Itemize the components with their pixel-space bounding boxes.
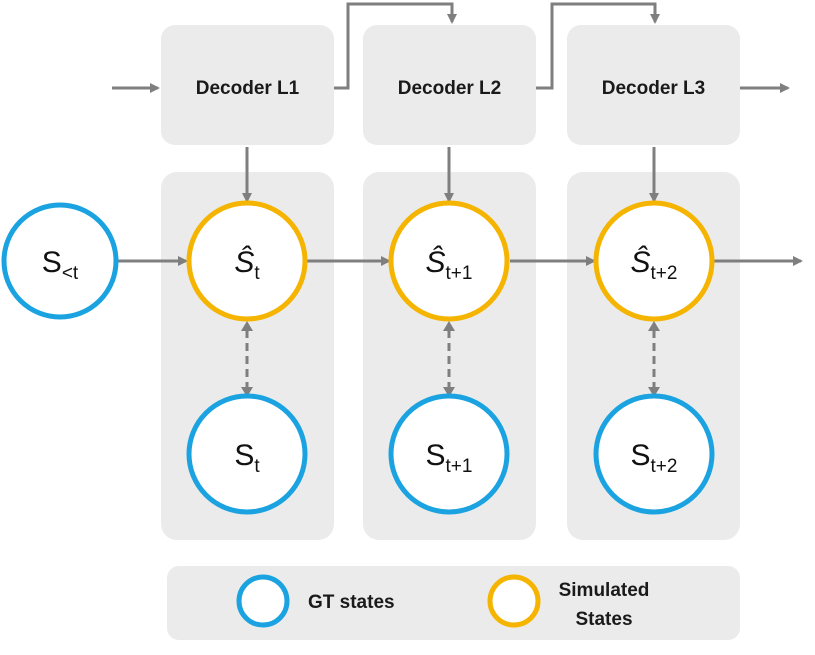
gt-state-node-2: St+1 xyxy=(388,393,510,515)
context-state-subscript: <t xyxy=(62,263,79,284)
svg-text:St: St xyxy=(234,439,260,477)
compare-arrow-1-head-down xyxy=(241,387,253,397)
decoder-label-3: Decoder L3 xyxy=(602,78,705,99)
gt-state-node-3: St+2 xyxy=(593,393,715,515)
compare-arrow-2-head-up xyxy=(443,321,455,331)
gt-state-symbol-1: S xyxy=(234,439,254,472)
decoder-box-3: Decoder L3 xyxy=(567,25,740,145)
compare-arrow-3-head-up xyxy=(648,321,660,331)
svg-text:Ŝt+1: Ŝt+1 xyxy=(426,245,473,284)
gt-state-subscript-1: t xyxy=(254,456,260,477)
arrow-decoder-2-to-3 xyxy=(536,2,660,90)
gt-state-subscript-2: t+1 xyxy=(446,456,473,477)
svg-text:Ŝt+2: Ŝt+2 xyxy=(631,245,678,284)
decoder-label-2: Decoder L2 xyxy=(398,78,501,99)
simulated-state-symbol-3: Ŝ xyxy=(631,245,651,279)
gt-state-symbol-3: S xyxy=(631,439,651,472)
decoder-label-1: Decoder L1 xyxy=(196,78,300,99)
simulated-state-subscript-2: t+1 xyxy=(446,263,473,284)
compare-arrow-3-head-down xyxy=(648,387,660,397)
legend-simulated-label-line2: States xyxy=(575,609,632,630)
decoder-box-2: Decoder L2 xyxy=(363,25,536,145)
svg-text:S<t: S<t xyxy=(42,246,79,284)
legend: GT states Simulated States xyxy=(167,566,740,640)
legend-simulated-label-line1: Simulated xyxy=(559,580,650,601)
simulated-state-node-2: Ŝt+1 xyxy=(388,200,510,322)
legend-gt-swatch xyxy=(236,574,290,628)
simulated-state-symbol-1: Ŝ xyxy=(234,245,254,279)
compare-arrow-1-head-up xyxy=(241,321,253,331)
gt-state-subscript-3: t+2 xyxy=(651,456,678,477)
gt-state-node-1: St xyxy=(186,393,308,515)
simulated-state-subscript-3: t+2 xyxy=(651,263,678,284)
legend-simulated-swatch xyxy=(487,574,541,628)
arrow-decoder-1-to-2 xyxy=(334,2,457,90)
simulated-state-node-1: Ŝt xyxy=(186,200,308,322)
svg-text:States: States xyxy=(575,609,632,630)
context-state-symbol: S xyxy=(42,246,62,279)
svg-text:Ŝt: Ŝt xyxy=(234,245,260,284)
compare-arrow-2-head-down xyxy=(443,387,455,397)
legend-gt-label: GT states xyxy=(308,592,395,613)
simulated-state-symbol-2: Ŝ xyxy=(426,245,446,279)
svg-text:St+1: St+1 xyxy=(426,439,473,477)
gt-state-symbol-2: S xyxy=(426,439,446,472)
svg-text:Simulated: Simulated xyxy=(559,580,650,601)
decoder-box-1: Decoder L1 xyxy=(161,25,334,145)
simulated-state-node-3: Ŝt+2 xyxy=(593,200,715,322)
simulated-state-subscript-1: t xyxy=(254,263,260,284)
svg-text:St+2: St+2 xyxy=(631,439,678,477)
context-state-node: S<t xyxy=(1,202,119,320)
